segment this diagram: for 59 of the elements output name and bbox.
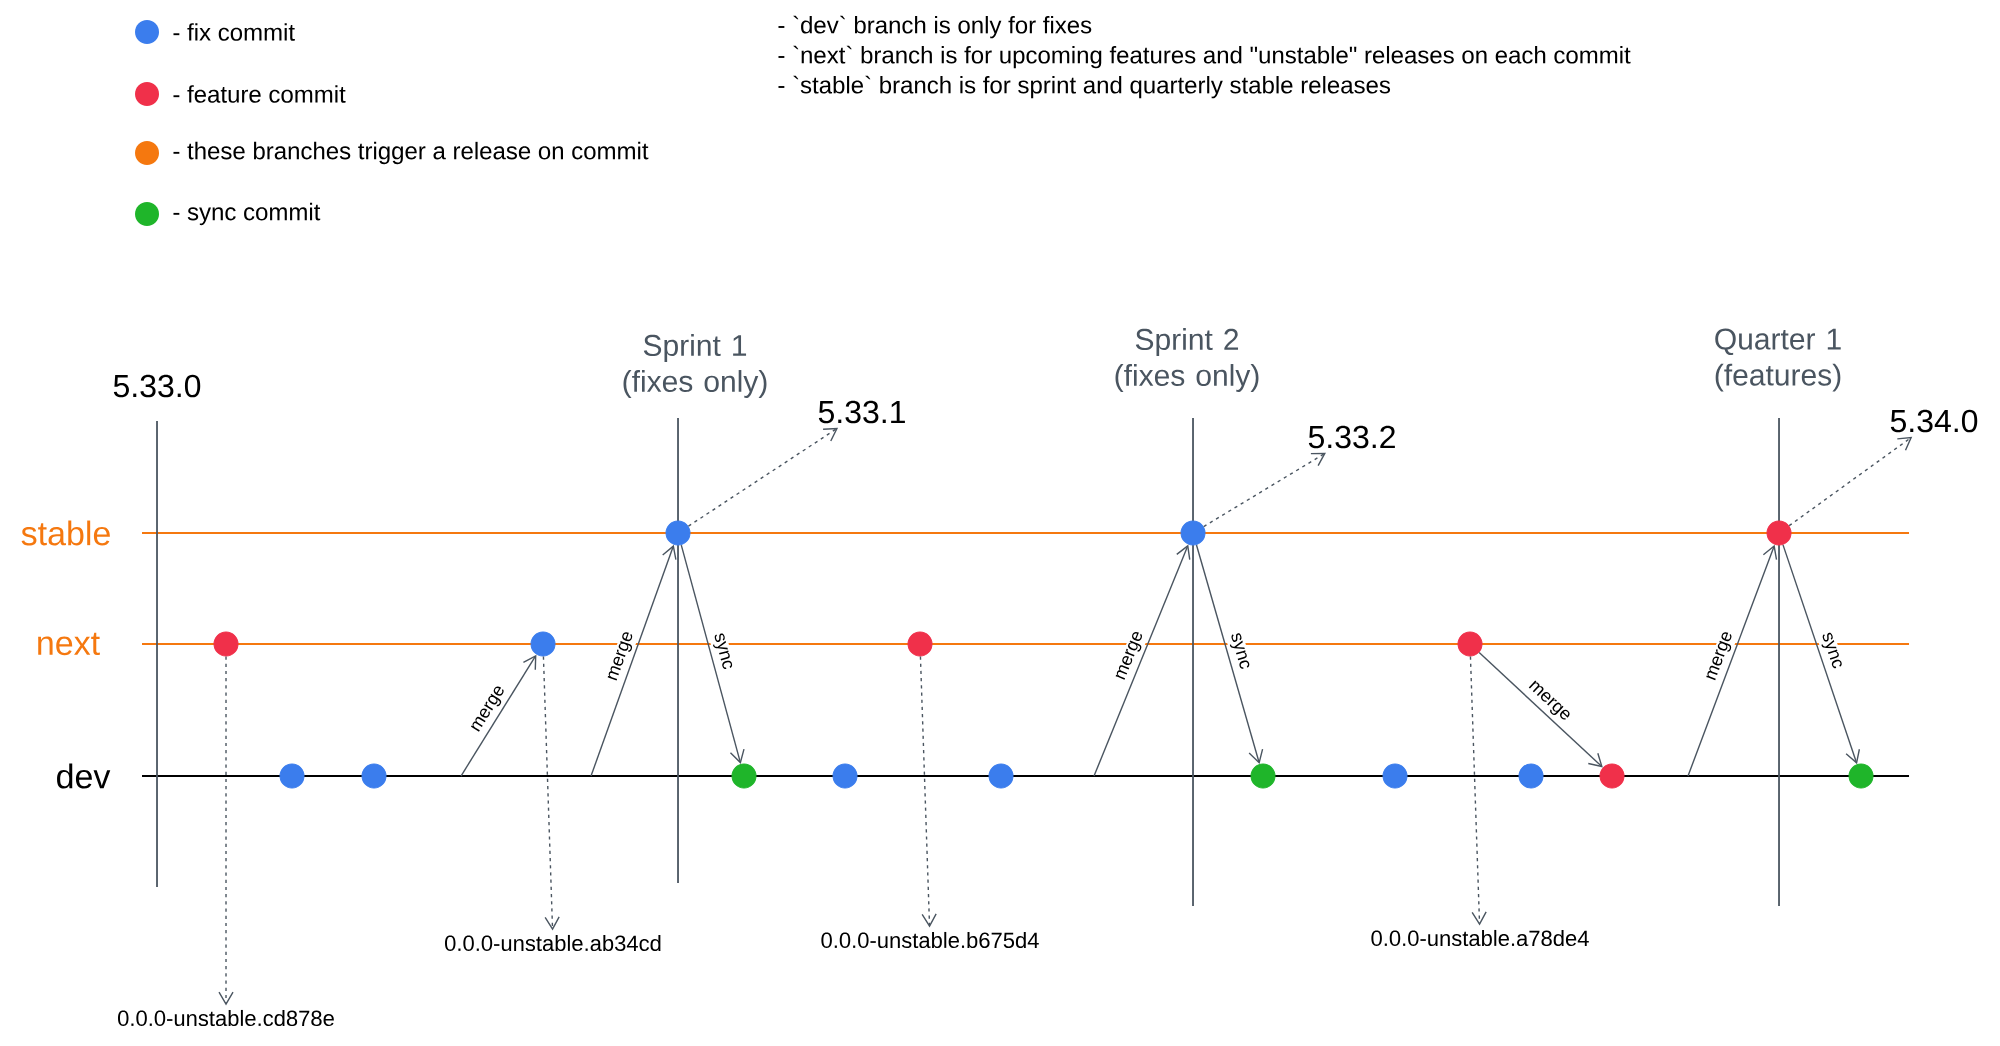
commit-dot xyxy=(1382,763,1408,789)
dotted-arrow xyxy=(542,655,560,931)
arrow xyxy=(680,544,745,764)
legend-text: - these branches trigger a release on commit xyxy=(173,141,649,165)
commit-dot xyxy=(361,763,387,789)
release-label: 0.0.0-unstable.a78de4 xyxy=(1371,929,1589,947)
commit-dot xyxy=(832,763,858,789)
legend-text: - feature commit xyxy=(173,85,346,103)
legend-text: - sync commit xyxy=(173,202,321,226)
branch-label: stable xyxy=(21,520,110,546)
commit-dot xyxy=(1457,631,1483,657)
dotted-arrow xyxy=(1203,452,1326,528)
milestone-title: Sprint 1 (fixes only) xyxy=(623,334,767,398)
commit-dot xyxy=(213,631,239,657)
commit-dot xyxy=(530,631,556,657)
edge-label: merge xyxy=(1112,627,1150,685)
note-text: - `next` branch is for upcoming features and "unstable" releases on each commit xyxy=(778,45,1631,69)
commit-dot xyxy=(1766,520,1792,546)
commit-dot xyxy=(731,763,757,789)
branch-label: next xyxy=(38,632,100,656)
version-label: 5.34.0 xyxy=(1890,409,1978,433)
commit-dot xyxy=(988,763,1014,789)
edge-label: sync xyxy=(707,629,736,674)
commit-dot xyxy=(1180,520,1206,546)
dotted-arrow xyxy=(218,655,234,1006)
version-label: 5.33.0 xyxy=(113,374,201,398)
arrow xyxy=(1478,651,1603,768)
release-label: 0.0.0-unstable.ab34cd xyxy=(445,934,661,952)
arrow xyxy=(1687,544,1778,777)
edge-label: merge xyxy=(1703,627,1739,686)
commit-dot xyxy=(1518,763,1544,789)
arrow xyxy=(460,654,537,777)
dotted-arrow xyxy=(1788,436,1913,527)
commit-dot xyxy=(665,520,691,546)
milestone-title: Sprint 2 (fixes only) xyxy=(1115,328,1259,392)
version-label: 5.33.1 xyxy=(818,400,905,424)
note-text: - `dev` branch is only for fixes xyxy=(778,15,1092,39)
milestone-title: Quarter 1 (features) xyxy=(1715,328,1841,392)
edge-label: sync xyxy=(1224,629,1253,674)
arrow xyxy=(1782,544,1861,765)
dotted-arrow xyxy=(687,427,839,527)
branch-label: dev xyxy=(57,763,111,789)
note-text: - `stable` branch is for sprint and quarterly stable releases xyxy=(778,75,1391,99)
commit-dot xyxy=(1848,763,1874,789)
commit-dot xyxy=(1250,763,1276,789)
release-label: 0.0.0-unstable.cd878e xyxy=(118,1009,334,1027)
commit-dot xyxy=(907,631,933,657)
dotted-arrow xyxy=(1469,655,1487,926)
arrow xyxy=(590,544,677,777)
arrow xyxy=(1195,544,1264,764)
version-label: 5.33.2 xyxy=(1308,425,1395,449)
edge-label: merge xyxy=(604,627,640,686)
commit-dot xyxy=(1599,763,1625,789)
dotted-arrow xyxy=(919,655,937,928)
legend-text: - fix commit xyxy=(173,23,295,41)
commit-dot xyxy=(279,763,305,789)
release-label: 0.0.0-unstable.b675d4 xyxy=(821,931,1039,949)
arrow xyxy=(1093,544,1191,777)
edge-label: sync xyxy=(1815,628,1846,674)
